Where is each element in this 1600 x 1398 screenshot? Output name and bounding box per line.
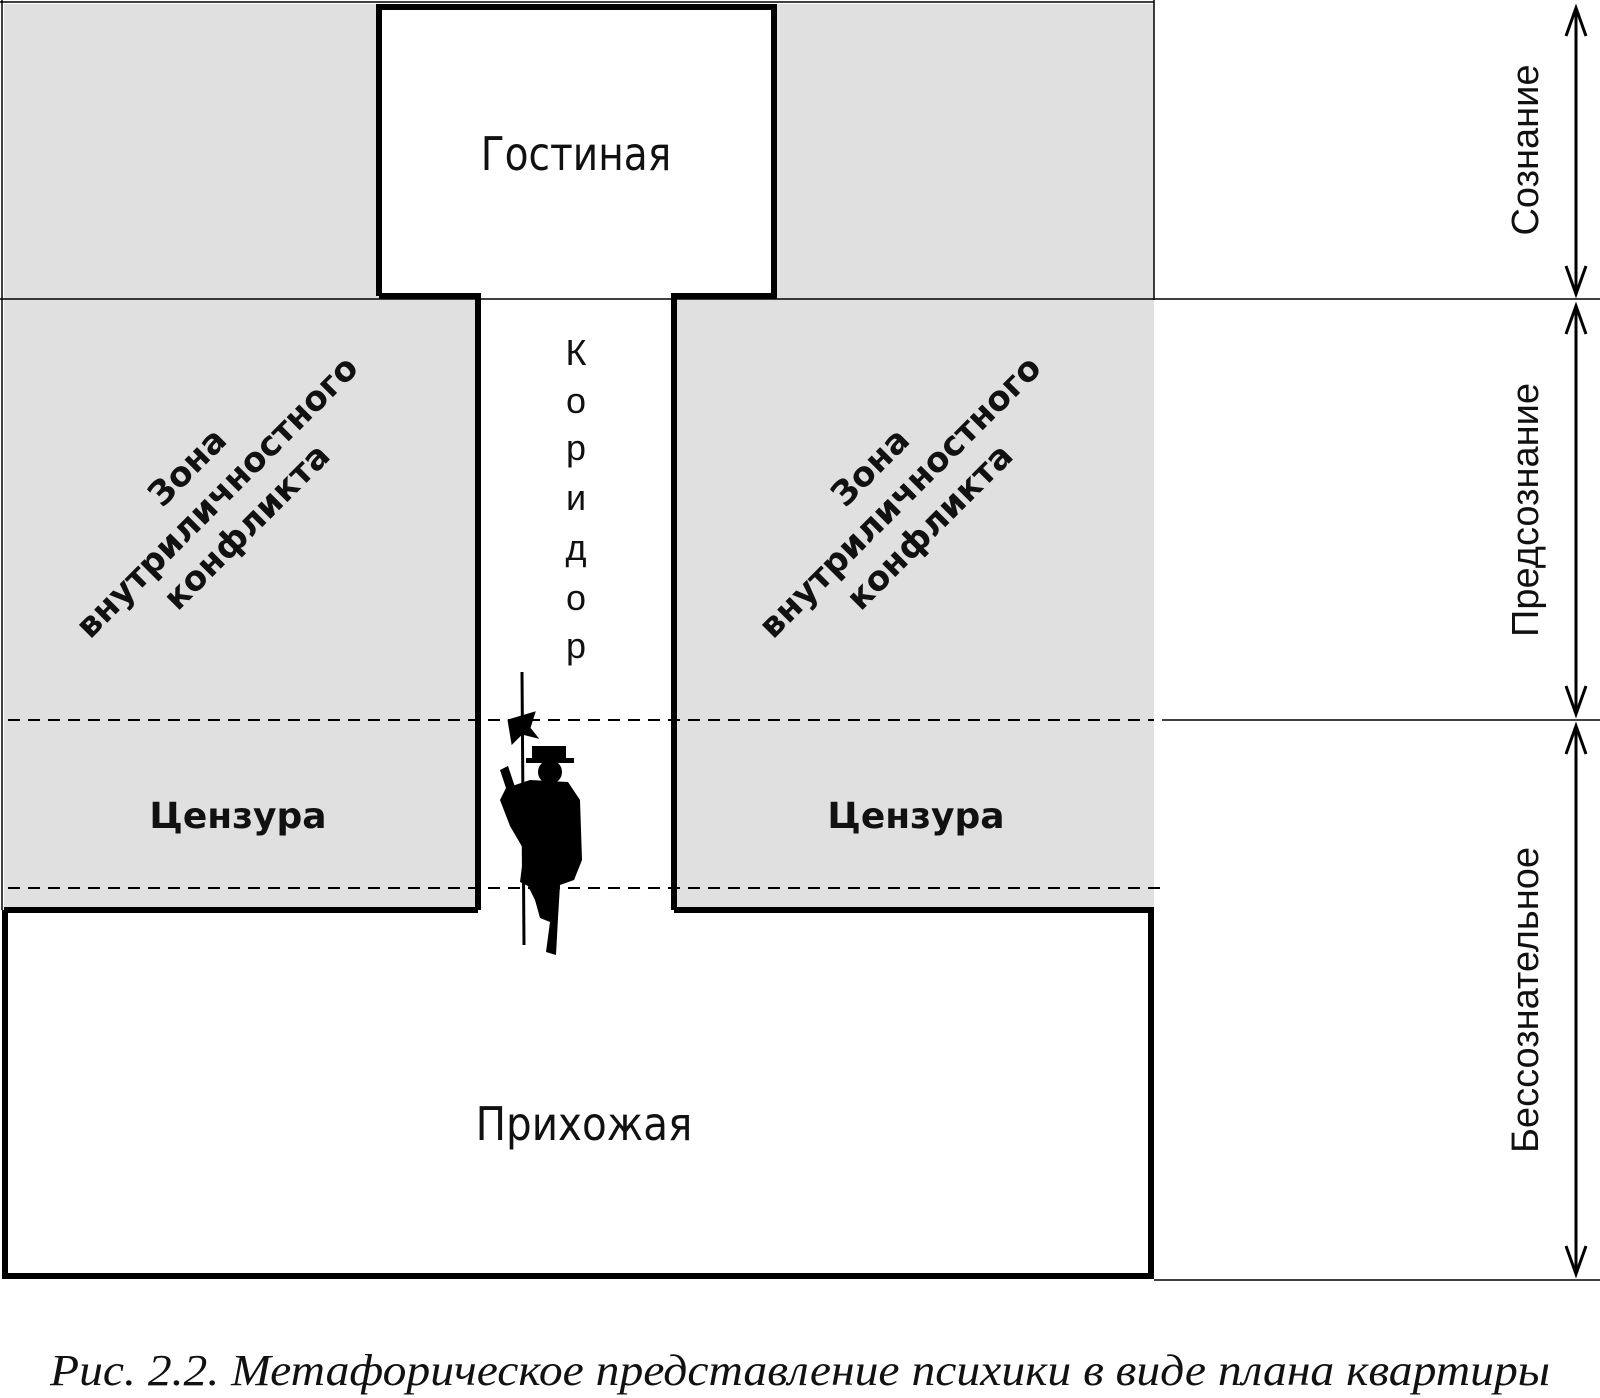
level-label-preconscious: Предсознание	[1505, 383, 1547, 637]
guard-head	[538, 760, 562, 784]
corridor-label: К о р и д о р	[565, 332, 586, 666]
arrow-preconscious-head-top	[1564, 301, 1588, 335]
arrow-conscious-head-bottom	[1564, 265, 1588, 299]
walls	[2, 4, 1154, 1279]
level-label-unconscious: Бессознательное	[1505, 847, 1547, 1153]
gray-zones	[4, 4, 1154, 910]
corridor-letter: К	[566, 332, 587, 373]
corridor-letter: р	[566, 427, 586, 468]
guard-body	[500, 780, 582, 955]
figure-caption: Рис. 2.2. Метафорическое представление п…	[49, 1346, 1550, 1395]
arrow-unconscious-head-bottom	[1564, 1245, 1588, 1279]
living-room-and-corridor-walls	[376, 4, 777, 910]
corridor-letter: и	[566, 477, 586, 518]
corridor-letter: о	[566, 577, 586, 618]
level-label-conscious: Сознание	[1505, 64, 1547, 235]
censorship-left-label: Цензура	[149, 796, 326, 837]
level-arrows	[1564, 3, 1588, 1279]
arrow-unconscious-head-top	[1564, 721, 1588, 755]
arrow-conscious-head-top	[1564, 3, 1588, 37]
censorship-lines	[8, 719, 1160, 889]
halberd-blade	[507, 711, 540, 746]
hallway-walls	[2, 907, 1154, 1279]
guard-arm	[500, 766, 520, 800]
arrow-preconscious-head-bottom	[1564, 685, 1588, 719]
hallway-label: Прихожая	[476, 1099, 693, 1152]
zone-right-conflict	[674, 300, 1154, 910]
zone-left-conflict	[4, 300, 478, 910]
corridor-letter: д	[565, 527, 586, 568]
living-room-label: Гостиная	[481, 128, 671, 182]
zone-top-right	[774, 4, 1154, 300]
censorship-right-label: Цензура	[827, 796, 1004, 837]
guard-hat	[532, 746, 566, 760]
corridor-letter: о	[566, 380, 586, 421]
corridor-letter: р	[566, 625, 586, 666]
zone-top-left	[4, 4, 379, 300]
guard-icon	[500, 671, 582, 955]
level-lines	[0, 0, 1600, 1281]
